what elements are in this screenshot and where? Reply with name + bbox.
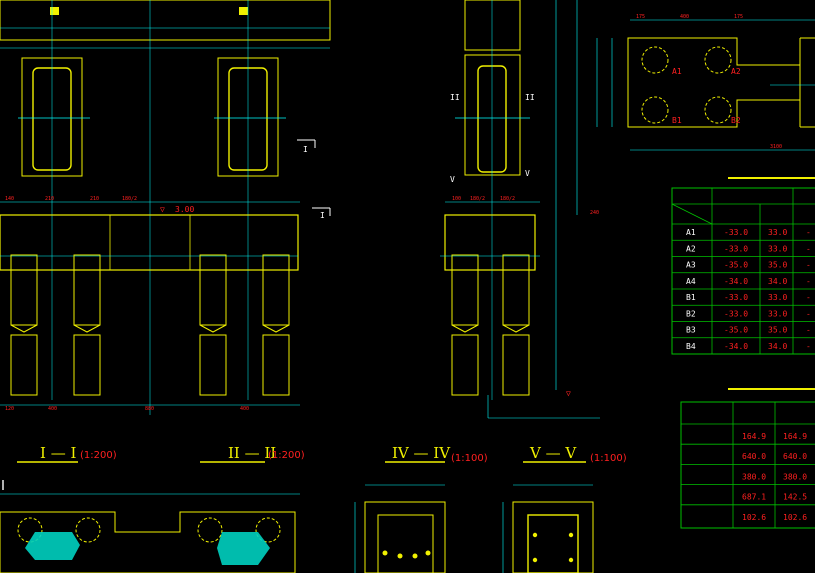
qty-table-cell: 640.0 (742, 452, 766, 461)
coord-table-extra: - (806, 261, 811, 270)
coord-table-x-value: -33.0 (724, 228, 748, 237)
section-iv-iv (354, 484, 446, 573)
coord-table-y-value: 34.0 (768, 277, 787, 286)
section-title-3: IV — IV (392, 444, 451, 462)
coord-table-pile-id: A2 (686, 244, 696, 253)
coord-table-y-value: 33.0 (768, 309, 787, 318)
coord-table-extra: - (806, 326, 811, 335)
front-elevation: 140 210 210 180/2 3.00 ▽ 120 400 880 (0, 0, 331, 415)
coord-table-extra: - (806, 293, 811, 302)
svg-text:II: II (525, 93, 535, 102)
svg-text:3100: 3100 (770, 144, 782, 150)
section-scale-1: (1:200) (80, 450, 117, 461)
section-scale-3: (1:100) (451, 453, 488, 464)
coord-table-y-value: 33.0 (768, 228, 787, 237)
coord-table-extra: - (806, 309, 811, 318)
coord-table-pile-id: A3 (686, 261, 696, 270)
qty-table-cell: 640.0 (783, 452, 807, 461)
svg-text:180/2: 180/2 (500, 196, 515, 202)
section-v-v (502, 484, 594, 573)
coord-table-pile-id: B2 (686, 309, 696, 318)
svg-text:180/2: 180/2 (122, 196, 137, 202)
section-i-i-plan (0, 480, 300, 573)
svg-text:210: 210 (90, 196, 99, 202)
qty-table-cell: 142.5 (783, 493, 807, 502)
coord-table-y-value: 35.0 (768, 261, 787, 270)
quantity-table: 164.9 164.9 640.0 640.0 380.0 380.0 687.1 142.5… (680, 388, 815, 529)
svg-text:175: 175 (734, 14, 743, 20)
svg-text:240: 240 (590, 210, 599, 216)
svg-text:175: 175 (636, 14, 645, 20)
section-title-4: V — V (529, 444, 577, 462)
svg-text:V: V (525, 169, 530, 178)
coord-table-y-value: 34.0 (768, 342, 787, 351)
coord-table-x-value: -35.0 (724, 326, 748, 335)
coord-table-y-value: 35.0 (768, 326, 787, 335)
qty-table-cell: 164.9 (783, 432, 807, 441)
pile-label-b2: B2 (731, 116, 741, 125)
svg-text:210: 210 (45, 196, 54, 202)
qty-table-cell: 102.6 (742, 513, 766, 522)
svg-text:▽: ▽ (566, 389, 571, 398)
section-scale-4: (1:100) (590, 453, 627, 464)
coord-table-x-value: -35.0 (724, 261, 748, 270)
coord-table-pile-id: A4 (686, 277, 696, 286)
svg-text:II: II (450, 93, 460, 102)
svg-text:I: I (303, 145, 308, 154)
svg-text:180/2: 180/2 (470, 196, 485, 202)
svg-text:140: 140 (5, 196, 14, 202)
section-title-2: II — II (228, 444, 276, 462)
coord-table-extra: - (806, 342, 811, 351)
coord-table-y-value: 33.0 (768, 244, 787, 253)
section-title-1: I — I (40, 444, 76, 462)
svg-text:100: 100 (452, 196, 461, 202)
svg-text:120: 120 (5, 406, 14, 412)
qty-table-cell: 102.6 (783, 513, 807, 522)
pile-label-a2: A2 (731, 67, 741, 76)
svg-text:▽: ▽ (160, 205, 165, 214)
svg-text:880: 880 (145, 406, 154, 412)
coord-table-y-value: 33.0 (768, 293, 787, 302)
pile-label-a1: A1 (672, 67, 682, 76)
section-titles: I — I (1:200) II — II (1:200) IV — IV (1… (17, 444, 627, 464)
svg-text:V: V (450, 175, 455, 184)
coord-table-extra: - (806, 228, 811, 237)
qty-table-cell: 164.9 (742, 432, 766, 441)
svg-text:400: 400 (48, 406, 57, 412)
pile-plan: 175 400 175 A1 A2 B1 B2 3100 (596, 14, 815, 151)
qty-table-cell: 687.1 (742, 493, 766, 502)
qty-table-cell: 380.0 (742, 472, 766, 481)
section-scale-2: (1:200) (268, 450, 305, 461)
coord-table-x-value: -33.0 (724, 293, 748, 302)
coord-table-pile-id: B1 (686, 293, 696, 302)
coord-table-x-value: -33.0 (724, 244, 748, 253)
pile-label-b1: B1 (672, 116, 682, 125)
qty-table-cell: 380.0 (783, 472, 807, 481)
side-elevation: II II V V 100 180/2 180/2 ▽ 240 (440, 0, 600, 419)
coord-table-x-value: -33.0 (724, 309, 748, 318)
coord-table-x-value: -34.0 (724, 277, 748, 286)
svg-text:400: 400 (240, 406, 249, 412)
coord-table-extra: - (806, 277, 811, 286)
coord-table-pile-id: A1 (686, 228, 696, 237)
coord-table-pile-id: B3 (686, 326, 696, 335)
coord-table-pile-id: B4 (686, 342, 696, 351)
svg-text:400: 400 (680, 14, 689, 20)
coord-table-extra: - (806, 244, 811, 253)
coord-table-x-value: -34.0 (724, 342, 748, 351)
elevation-label: 3.00 (175, 205, 194, 214)
svg-text:I: I (320, 211, 325, 220)
